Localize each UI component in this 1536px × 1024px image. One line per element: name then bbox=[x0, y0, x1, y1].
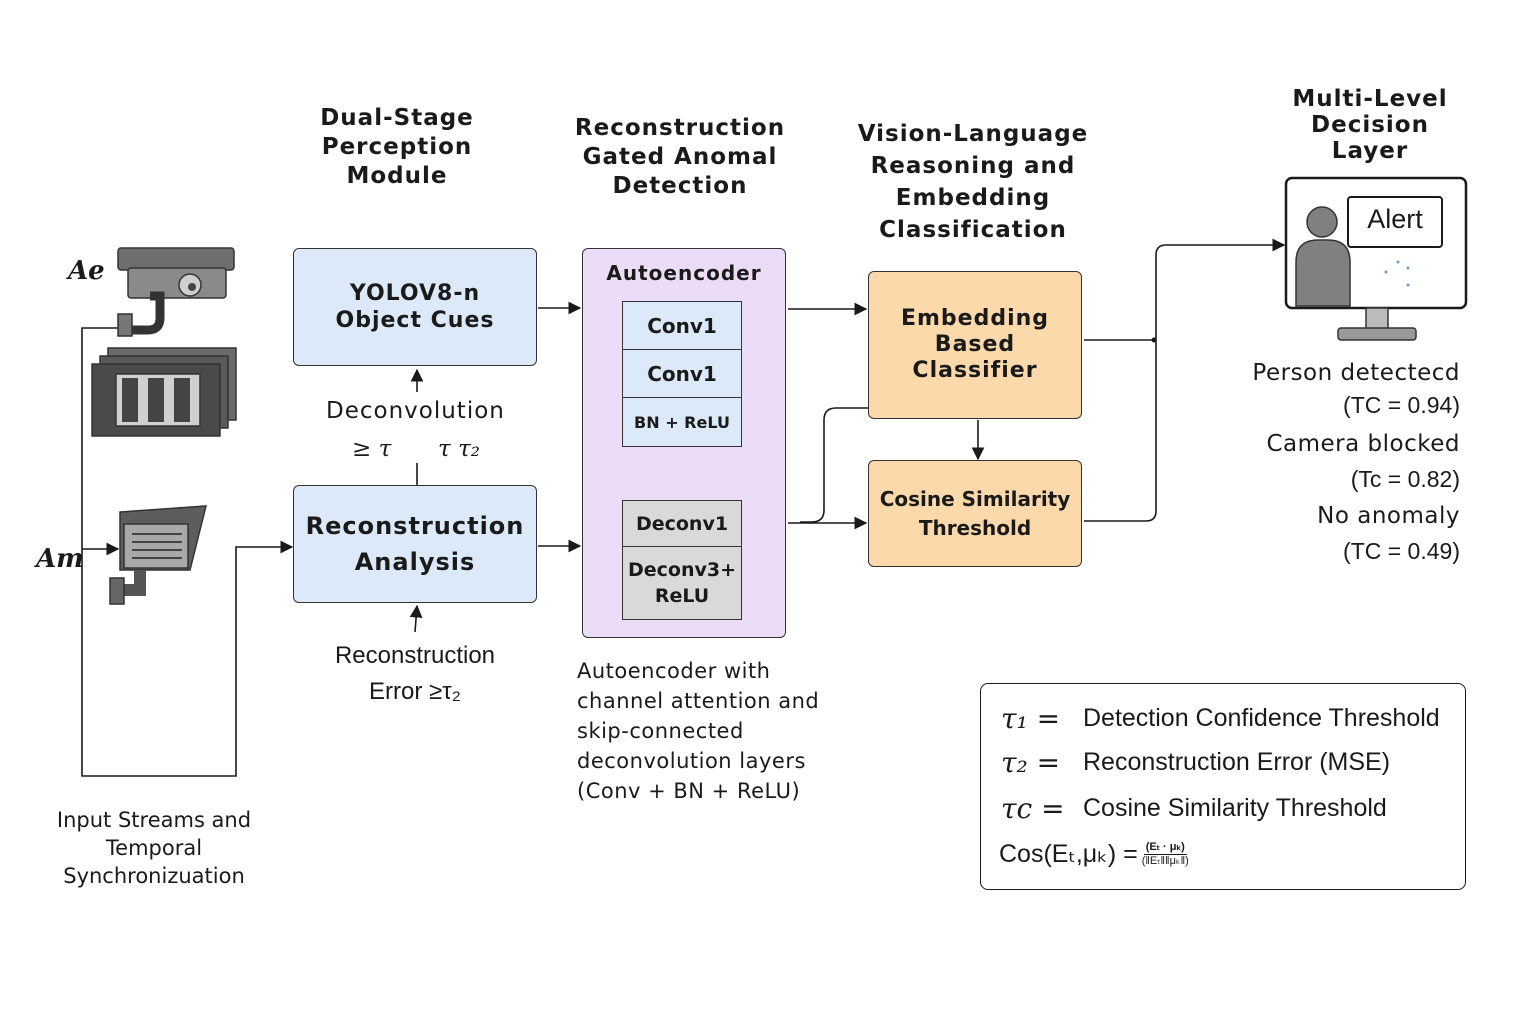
legend-symbol-tau2: τ₂ = bbox=[1001, 745, 1061, 779]
reconstruction-error-label: Reconstruction Error ≥τ₂ bbox=[334, 642, 496, 705]
encoder-layer-bn-relu: BN + ReLU bbox=[622, 397, 742, 447]
alert-label: Alert bbox=[1367, 204, 1423, 234]
cosine-formula: Cos(Eₜ,μₖ) = (Eₜ · μₖ) (‖Eₜ‖‖μₖ‖) bbox=[999, 834, 1189, 874]
legend-symbol-tauc: τc = bbox=[1001, 791, 1065, 825]
output-none-score: (TC = 0.49) bbox=[1343, 538, 1460, 564]
reconstruction-heading: Reconstruction Gated Anomal Detection bbox=[574, 115, 786, 199]
camera-bottom-icon bbox=[109, 505, 207, 605]
output-person-label: Person detectecd bbox=[1252, 360, 1460, 386]
formula-fraction: (Eₜ · μₖ) (‖Eₜ‖‖μₖ‖) bbox=[1142, 841, 1189, 868]
legend-text-tauc: Cosine Similarity Threshold bbox=[1083, 793, 1387, 822]
decision-heading: Multi-Level Decision Layer bbox=[1292, 86, 1448, 164]
encoder-layer-conv1-a: Conv1 bbox=[622, 301, 742, 351]
decoder-layer-deconv1: Deconv1 bbox=[622, 500, 742, 548]
perception-heading: Dual-Stage Perception Module bbox=[320, 105, 474, 189]
input-streams-caption: Input Streams and Temporal Synchronizuat… bbox=[56, 808, 252, 888]
monitor-icon bbox=[1284, 176, 1468, 341]
embedding-box-label: Embedding Based Classifier bbox=[900, 306, 1050, 383]
cosine-box-label: Cosine Similarity Threshold bbox=[879, 486, 1071, 540]
output-camera-label: Camera blocked bbox=[1266, 431, 1460, 457]
cosine-threshold-box: Cosine Similarity Threshold bbox=[868, 460, 1082, 567]
output-person-score: (TC = 0.94) bbox=[1343, 392, 1460, 418]
legend-row-tauc: τc = Cosine Similarity Threshold bbox=[1001, 788, 1387, 828]
tau-right-label: τ τ₂ bbox=[438, 436, 480, 462]
camera-top-icon bbox=[117, 247, 235, 337]
autoencoder-title: Autoencoder bbox=[606, 261, 762, 285]
vision-language-heading: Vision-Language Reasoning and Embedding … bbox=[857, 121, 1089, 243]
autoencoder-caption: Autoencoder with channel attention and s… bbox=[577, 659, 820, 803]
formula-denominator: (‖Eₜ‖‖μₖ‖) bbox=[1141, 854, 1189, 867]
legend-symbol-tau1: τ₁ = bbox=[1001, 701, 1061, 735]
camera-bottom-label: Am bbox=[36, 544, 84, 574]
output-camera-score: (Tc = 0.82) bbox=[1350, 466, 1460, 492]
yolo-object-cues-box: YOLOV8-n Object Cues bbox=[293, 248, 537, 366]
input-stream-line bbox=[81, 327, 294, 777]
tau-left-label: ≥ τ bbox=[352, 436, 392, 462]
deconvolution-label: Deconvolution bbox=[326, 398, 505, 424]
video-frames-icon bbox=[91, 347, 237, 437]
legend-text-tau1: Detection Confidence Threshold bbox=[1083, 703, 1440, 732]
legend-row-tau1: τ₁ = Detection Confidence Threshold bbox=[1001, 698, 1440, 738]
decoder-layer-deconv3-relu: Deconv3+ ReLU bbox=[622, 546, 742, 620]
recon-box-label: Reconstruction Analysis bbox=[305, 512, 525, 576]
encoder-layer-conv1-b: Conv1 bbox=[622, 349, 742, 399]
formula-lhs: Cos(Eₜ,μₖ) = bbox=[999, 840, 1138, 868]
threshold-legend: τ₁ = Detection Confidence Threshold τ₂ =… bbox=[980, 683, 1466, 890]
legend-row-tau2: τ₂ = Reconstruction Error (MSE) bbox=[1001, 742, 1390, 782]
embedding-feedback-line bbox=[800, 407, 868, 523]
camera-top-label: Ae bbox=[68, 256, 105, 286]
formula-numerator: (Eₜ · μₖ) bbox=[1143, 840, 1187, 855]
legend-text-tau2: Reconstruction Error (MSE) bbox=[1083, 747, 1391, 776]
output-none-label: No anomaly bbox=[1317, 503, 1460, 529]
error-to-recon-arrow bbox=[409, 604, 423, 633]
embedding-classifier-box: Embedding Based Classifier bbox=[868, 271, 1082, 419]
reconstruction-analysis-box: Reconstruction Analysis bbox=[293, 485, 537, 603]
yolo-box-label: YOLOV8-n Object Cues bbox=[335, 281, 495, 333]
cosine-to-decision-line bbox=[1084, 238, 1286, 522]
